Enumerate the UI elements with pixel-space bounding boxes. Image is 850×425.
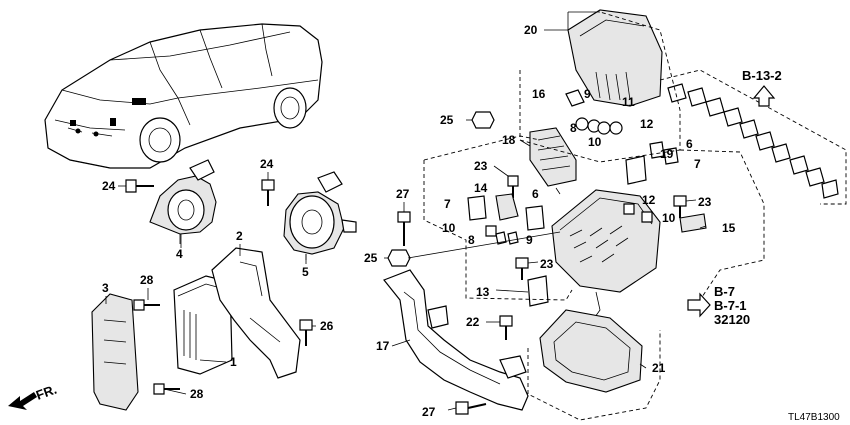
arrow-right-icon	[687, 292, 711, 318]
bolt-23-mid	[515, 257, 529, 280]
callout-23-top: 23	[474, 159, 488, 173]
bolt-28-top	[133, 299, 160, 311]
callout-13: 13	[476, 285, 490, 299]
bolt-22	[499, 315, 513, 340]
front-arrow-icon	[8, 392, 37, 410]
ref-b-7-1: B-7-1	[714, 298, 747, 313]
callout-8-top: 8	[570, 121, 577, 135]
bolt-24-left	[125, 179, 154, 193]
front-label: FR.	[34, 382, 59, 403]
ecu-cover-3	[91, 293, 139, 411]
nut-25-upper	[471, 111, 495, 129]
callout-27-bottom: 27	[422, 405, 436, 419]
callout-9-left: 9	[526, 233, 533, 247]
callout-22: 22	[466, 315, 480, 329]
relay-6-right	[649, 141, 665, 159]
callout-24-right: 24	[260, 157, 274, 171]
relay-7-left	[467, 195, 487, 221]
bracket-17	[383, 269, 529, 411]
stay-13	[527, 275, 549, 307]
ref-32120: 32120	[714, 312, 750, 327]
leader-lines	[105, 11, 707, 411]
callout-26: 26	[320, 319, 334, 333]
callout-28-top: 28	[140, 273, 154, 287]
callout-14: 14	[474, 181, 488, 195]
bolt-24-right	[261, 179, 275, 206]
callout-2: 2	[236, 229, 243, 243]
callout-7-left: 7	[444, 197, 451, 211]
callout-7-right: 7	[694, 157, 701, 171]
callout-4: 4	[176, 247, 183, 261]
callout-27-top: 27	[396, 187, 410, 201]
callout-6-right: 6	[686, 137, 693, 151]
ref-b7-group: B-7 B-7-1 32120	[687, 284, 750, 327]
fuse-block-18	[529, 127, 577, 187]
callout-6-left: 6	[532, 187, 539, 201]
callout-1: 1	[230, 355, 237, 369]
callout-15: 15	[722, 221, 736, 235]
relay-6-left	[525, 205, 545, 231]
callout-3: 3	[102, 281, 109, 295]
small-relays-sub	[565, 89, 623, 135]
callout-16: 16	[532, 87, 546, 101]
fuse-10-right	[641, 211, 653, 223]
callout-17: 17	[376, 339, 390, 353]
bolt-23-right	[673, 195, 687, 218]
bolt-27-top	[397, 211, 411, 246]
callout-labels: 20 16 9 11 8 12 10 18 25 6 7 19 23 14 7 …	[102, 23, 736, 419]
callout-21: 21	[652, 361, 666, 375]
cover-21	[539, 309, 643, 393]
callout-11: 11	[622, 95, 635, 109]
relay-7-right	[663, 147, 679, 165]
bolt-26	[299, 319, 313, 346]
block-15	[679, 213, 707, 233]
callout-28-bottom: 28	[190, 387, 204, 401]
fuse-10-left	[485, 225, 497, 237]
horn-5	[283, 171, 357, 260]
ecu-unit-1	[173, 275, 233, 375]
relay-19	[625, 155, 647, 185]
car-illustration	[44, 23, 323, 169]
bolt-28-bottom	[153, 383, 180, 395]
callout-25-lower: 25	[364, 251, 378, 265]
relay-box-cover-20	[567, 9, 663, 107]
callout-10-top: 10	[588, 135, 602, 149]
callout-10-right: 10	[662, 211, 676, 225]
callout-12-right: 12	[642, 193, 656, 207]
callout-12-top: 12	[640, 117, 654, 131]
fuse-block-14	[495, 193, 519, 221]
diagram-code: TL47B1300	[788, 412, 840, 423]
bolt-27-bottom	[455, 401, 487, 415]
callout-24-left: 24	[102, 179, 116, 193]
callout-19: 19	[660, 147, 674, 161]
horn-4	[149, 159, 217, 248]
callout-18: 18	[502, 133, 516, 147]
ref-b-13-2: B-13-2	[742, 68, 782, 83]
bracket-2	[211, 247, 301, 379]
ref-b13-2-group: B-13-2	[742, 68, 782, 107]
callout-10-left: 10	[442, 221, 456, 235]
fuse-12-right	[623, 203, 635, 215]
callout-5: 5	[302, 265, 309, 279]
relay-rack	[667, 83, 839, 199]
callout-20: 20	[524, 23, 538, 37]
front-indicator: FR.	[8, 382, 59, 410]
callout-25-top: 25	[440, 113, 454, 127]
callout-9-top: 9	[584, 87, 591, 101]
callout-8-left: 8	[468, 233, 475, 247]
arrow-up-icon	[752, 85, 776, 107]
nut-25-lower	[387, 249, 411, 267]
ref-b-7: B-7	[714, 284, 735, 299]
callout-23-right: 23	[698, 195, 712, 209]
callout-23-mid: 23	[540, 257, 554, 271]
